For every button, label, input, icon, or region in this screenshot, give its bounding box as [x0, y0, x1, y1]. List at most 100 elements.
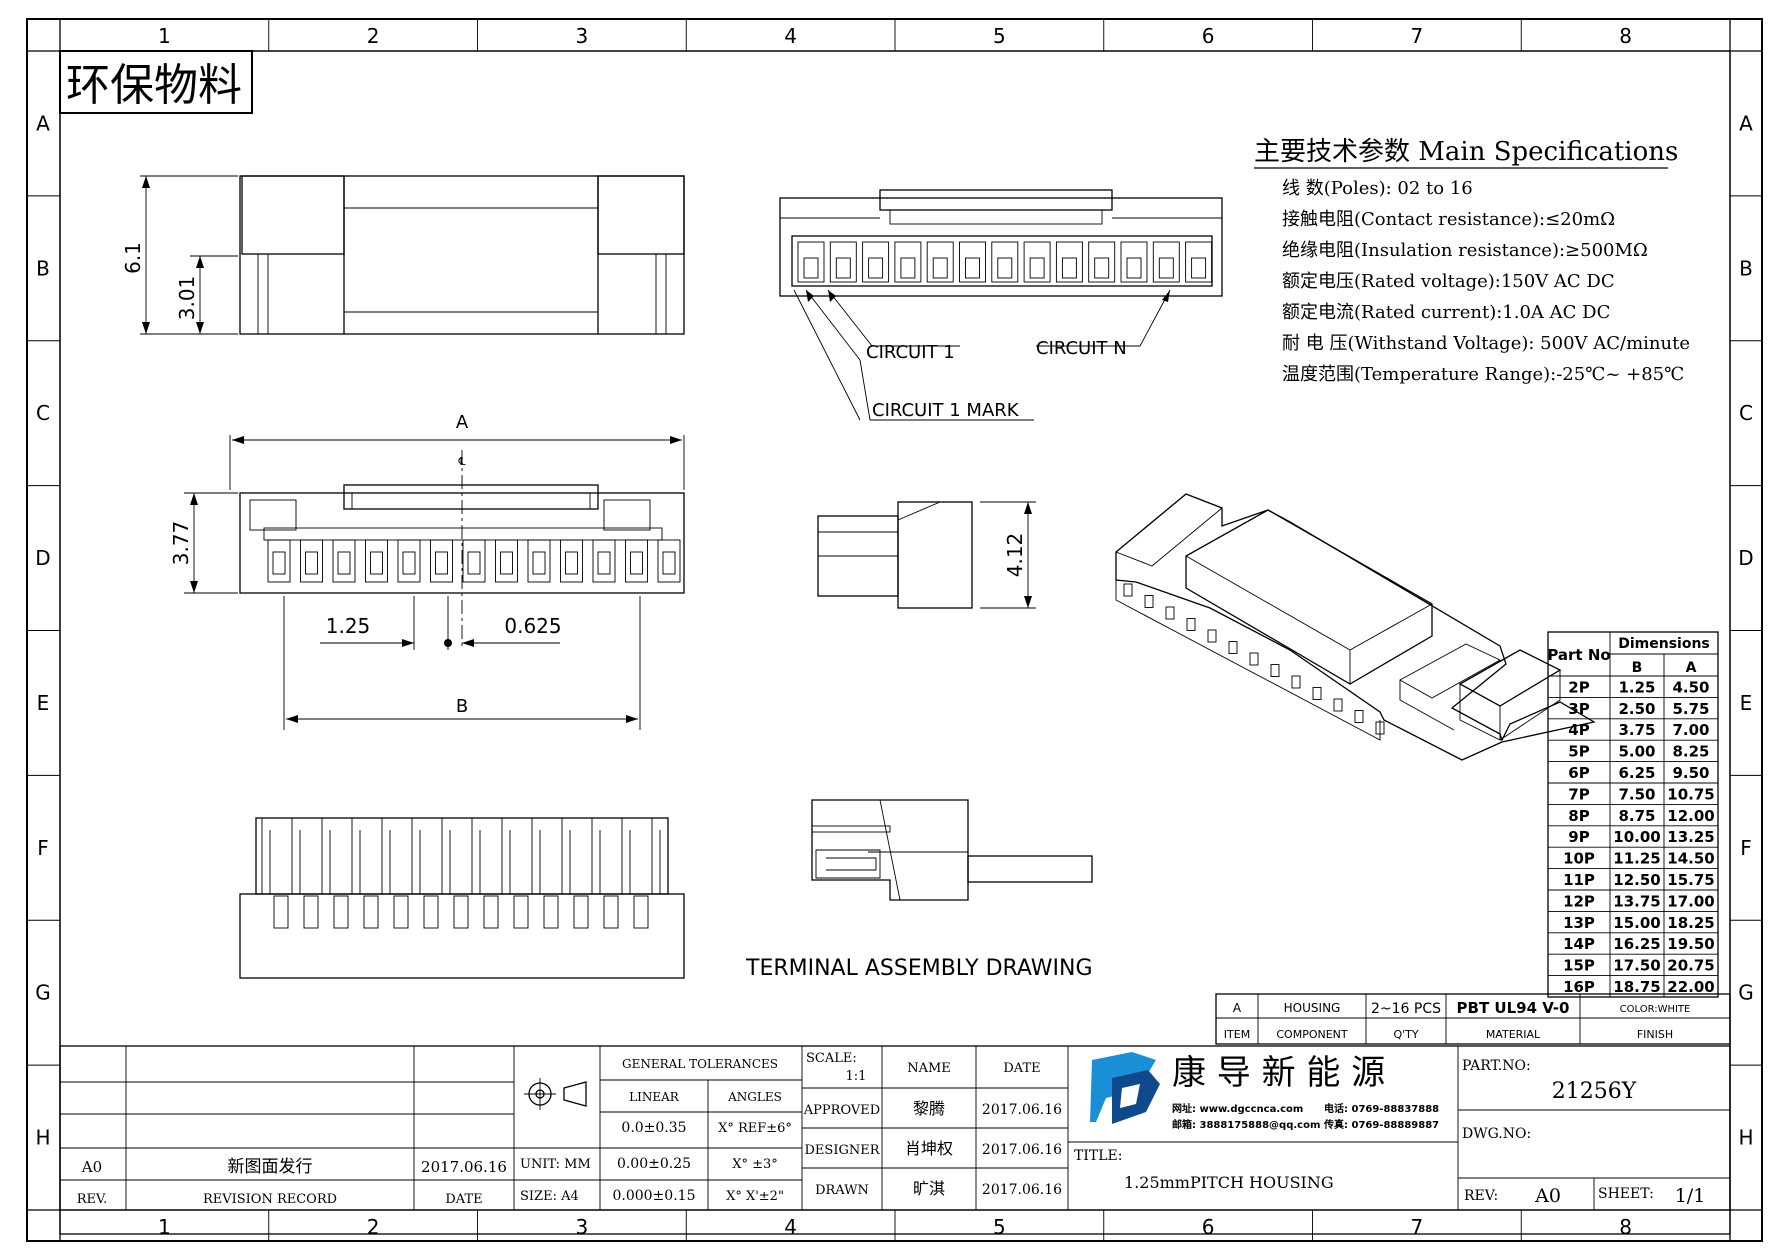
table-dim-b: 8.75: [1618, 807, 1655, 825]
column-marker-top: 6: [1202, 24, 1215, 48]
column-marker-bottom: 5: [993, 1215, 1006, 1239]
table-part-no: 13P: [1563, 914, 1595, 932]
row-marker-left: G: [35, 981, 51, 1005]
column-marker-bottom: 3: [576, 1215, 589, 1239]
row-marker-right: D: [1738, 546, 1753, 570]
column-a-header: A: [1686, 660, 1697, 676]
bottom-slot: [393, 895, 409, 929]
contact-slot: [495, 539, 518, 583]
scale-label: SCALE:: [806, 1051, 857, 1066]
column-marker-bottom: 8: [1619, 1215, 1632, 1239]
approval-role: APPROVED: [803, 1103, 880, 1118]
finish-label: FINISH: [1637, 1028, 1673, 1041]
table-dim-a: 10.75: [1667, 785, 1714, 803]
table-part-no: 16P: [1563, 978, 1595, 996]
part-number: 21256Y: [1552, 1079, 1637, 1104]
item-value: A: [1233, 1001, 1242, 1015]
spec-line: 温度范围(Temperature Range):-25℃~ +85℃: [1282, 364, 1684, 385]
table-dim-b: 12.50: [1613, 871, 1660, 889]
column-marker-bottom: 6: [1202, 1215, 1215, 1239]
row-marker-right: G: [1738, 981, 1754, 1005]
material-label: MATERIAL: [1486, 1028, 1541, 1041]
table-dim-b: 16.25: [1613, 935, 1660, 953]
spec-line: 额定电压(Rated voltage):150V AC DC: [1282, 271, 1615, 292]
face-cavity: [862, 241, 890, 283]
table-part-no: 15P: [1563, 957, 1595, 975]
column-marker-bottom: 4: [784, 1215, 797, 1239]
face-cavity: [1152, 241, 1180, 283]
title-block: A0 新图面发行 2017.06.16 REV. REVISION RECORD…: [59, 1045, 1731, 1211]
table-dim-b: 15.00: [1613, 914, 1660, 932]
bottom-view: [239, 817, 685, 979]
component-value: HOUSING: [1284, 1001, 1341, 1015]
column-marker-top: 8: [1619, 24, 1632, 48]
eco-stamp: 环保物料: [66, 60, 242, 111]
table-dim-a: 19.50: [1667, 935, 1714, 953]
spec-line: 额定电流(Rated current):1.0A AC DC: [1282, 302, 1610, 323]
angle-tol-2: X° ±3°: [732, 1157, 778, 1172]
approval-date: 2017.06.16: [982, 1142, 1062, 1158]
item-label: ITEM: [1224, 1028, 1250, 1041]
eco-stamp-box: [59, 50, 253, 114]
face-cavity: [1023, 241, 1051, 283]
column-marker-top: 3: [576, 24, 589, 48]
table-part-no: 3P: [1568, 700, 1589, 718]
circuit-1-mark-label: CIRCUIT 1 MARK: [872, 400, 1020, 421]
contact-slot: [397, 539, 421, 583]
approval-role: DESIGNER: [805, 1143, 881, 1158]
mating-face-view: CIRCUIT 1 CIRCUIT N CIRCUIT 1 MARK: [779, 189, 1223, 421]
linear-tol-2: 0.00±0.25: [617, 1156, 691, 1172]
company-phone: 电话: 0769-88837888: [1324, 1102, 1439, 1115]
table-dim-a: 20.75: [1667, 957, 1714, 975]
rev-label: REV:: [1464, 1188, 1498, 1204]
table-part-no: 2P: [1568, 678, 1589, 696]
company-fax: 传真: 0769-88889887: [1323, 1118, 1439, 1131]
iso-slot: [1186, 618, 1196, 631]
bottom-slot: [543, 895, 559, 929]
bottom-slot: [363, 895, 379, 929]
column-marker-top: 1: [158, 24, 171, 48]
face-cavity: [1055, 241, 1083, 283]
table-dim-b: 7.50: [1618, 785, 1655, 803]
table-part-no: 4P: [1568, 721, 1589, 739]
tolerances-title: GENERAL TOLERANCES: [622, 1057, 778, 1071]
scale-value: 1:1: [846, 1069, 867, 1084]
row-marker-right: H: [1738, 1126, 1753, 1150]
revision-column-label: REV.: [77, 1192, 108, 1207]
table-part-no: 6P: [1568, 764, 1589, 782]
component-label: COMPONENT: [1276, 1028, 1348, 1041]
linear-tol-1: 0.0±0.35: [621, 1120, 686, 1136]
face-cavity: [1120, 241, 1148, 283]
dimensions-header: Dimensions: [1618, 636, 1710, 652]
side-height-dimension: 4.12: [1003, 533, 1027, 578]
terminal-assembly-section: TERMINAL ASSEMBLY DRAWING: [745, 799, 1093, 981]
table-dim-b: 2.50: [1618, 700, 1655, 718]
spec-line: 接触电阻(Contact resistance):≤20mΩ: [1282, 209, 1615, 230]
face-cavity: [894, 241, 922, 283]
revision-code: A0: [81, 1158, 102, 1176]
iso-slot: [1291, 675, 1301, 689]
revision-record: 新图面发行: [228, 1157, 313, 1177]
company-name: 康 导 新 能 源: [1172, 1053, 1385, 1093]
iso-slot: [1270, 664, 1280, 677]
contact-slot: [560, 539, 583, 583]
table-dim-b: 13.75: [1613, 892, 1660, 910]
table-dim-a: 9.50: [1672, 764, 1709, 782]
drawing-no-label: DWG.NO:: [1462, 1126, 1531, 1142]
iso-slot: [1375, 721, 1385, 735]
row-marker-right: B: [1739, 256, 1753, 280]
angle-tol-1: X° REF±6°: [718, 1121, 792, 1136]
table-dim-a: 12.00: [1667, 807, 1714, 825]
angles-label: ANGLES: [727, 1090, 782, 1104]
half-height-dimension: 3.01: [175, 276, 199, 321]
table-dim-b: 3.75: [1618, 721, 1655, 739]
row-marker-right: F: [1740, 836, 1752, 860]
table-part-no: 7P: [1568, 785, 1589, 803]
face-cavity: [1185, 241, 1213, 283]
isometric-view: [1115, 493, 1596, 761]
table-dim-a: 5.75: [1672, 700, 1709, 718]
linear-label: LINEAR: [629, 1090, 680, 1104]
iso-slot: [1207, 629, 1217, 643]
